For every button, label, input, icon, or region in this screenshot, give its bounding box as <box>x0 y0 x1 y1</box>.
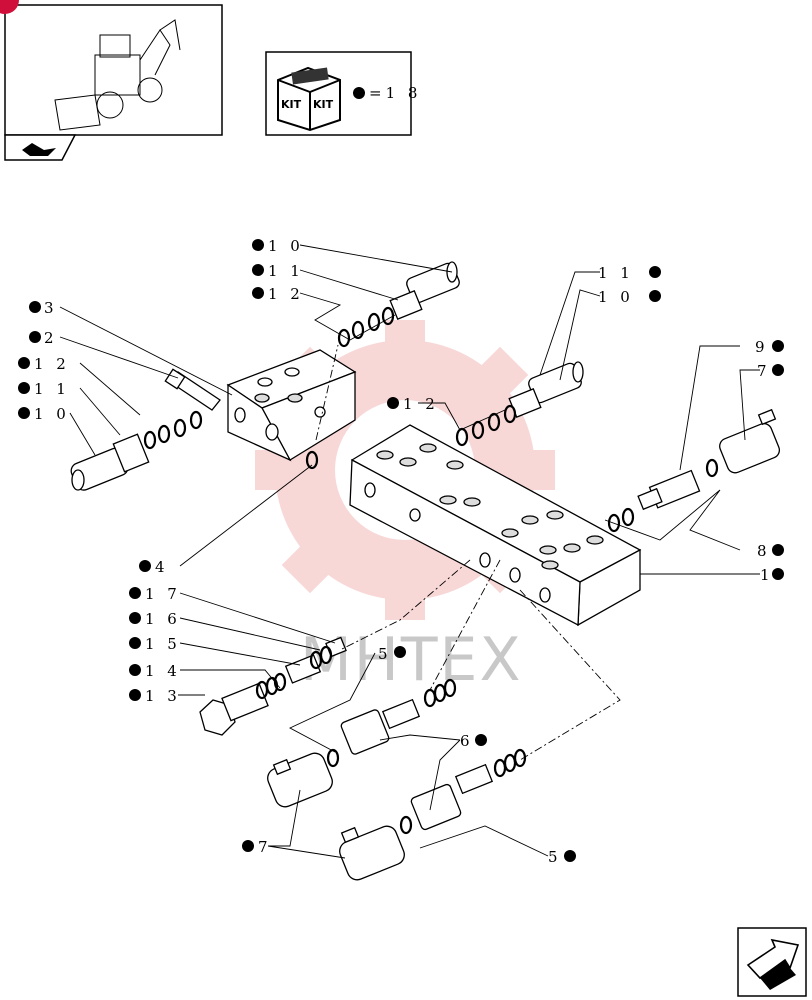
cartridge-lower-a <box>340 698 421 755</box>
callout-15: 1 5 <box>145 635 181 653</box>
cartridge-lower-b <box>410 763 494 831</box>
next-page-arrow-icon <box>746 938 800 990</box>
bolt <box>164 368 221 411</box>
leader-lines <box>59 244 760 859</box>
callout-7-bottom: 7 <box>258 838 272 856</box>
callout-12-mid: 1 2 <box>403 395 439 413</box>
page-flip-icon <box>22 143 56 156</box>
callout-4: 4 <box>155 558 169 576</box>
callout-11-left: 1 1 <box>34 380 70 398</box>
kit-left-label: KIT <box>281 98 302 111</box>
callout-6: 6 <box>460 732 474 750</box>
callout-5-bottom: 5 <box>548 848 562 866</box>
callout-13: 1 3 <box>145 687 181 705</box>
next-page-button[interactable] <box>737 927 807 997</box>
bullet-icon <box>353 87 365 99</box>
callout-12-left: 1 2 <box>34 355 70 373</box>
machine-thumbnail[interactable] <box>0 0 223 161</box>
coil-lower-a <box>267 752 333 808</box>
callout-16: 1 6 <box>145 610 181 628</box>
coil-lower-b <box>339 825 405 881</box>
page-badge-icon <box>0 0 19 14</box>
assembly-lines <box>315 344 621 761</box>
callout-10-left: 1 0 <box>34 405 70 423</box>
callout-14: 1 4 <box>145 662 181 680</box>
solenoid-cartridge-left <box>70 433 150 491</box>
cartridge-right <box>637 469 701 511</box>
solenoid-cartridge-top <box>389 261 460 320</box>
exploded-parts <box>70 261 781 881</box>
small-valve-block <box>226 349 357 462</box>
callout-3: 3 <box>44 299 58 317</box>
callout-labels: 1 0 1 1 1 2 1 1 1 0 3 2 1 2 1 1 1 0 1 2 … <box>18 237 784 866</box>
coil-right <box>719 408 781 474</box>
callout-1: 1 <box>760 566 774 584</box>
kit-right-label: KIT <box>313 98 334 111</box>
kit-legend-box: KIT KIT =1 8 <box>265 51 421 136</box>
callout-11-top: 1 1 <box>268 262 304 280</box>
main-valve-block <box>349 424 642 627</box>
callout-17: 1 7 <box>145 585 181 603</box>
callout-9: 9 <box>755 338 769 356</box>
callout-7-right: 7 <box>757 362 771 380</box>
callout-10-right: 1 0 <box>598 288 634 306</box>
backhoe-loader-thumbnail-icon <box>54 19 181 131</box>
callout-8: 8 <box>757 542 771 560</box>
kit-box-icon <box>277 66 341 132</box>
kit-equation: =1 8 <box>369 84 421 102</box>
solenoid-cartridge-right <box>508 361 584 418</box>
callout-2: 2 <box>44 329 58 347</box>
watermark-text: MHTEX <box>300 625 523 695</box>
callout-5-top: 5 <box>378 645 392 663</box>
callout-12-top: 1 2 <box>268 285 304 303</box>
callout-11-right: 1 1 <box>598 264 634 282</box>
callout-10-top: 1 0 <box>268 237 304 255</box>
